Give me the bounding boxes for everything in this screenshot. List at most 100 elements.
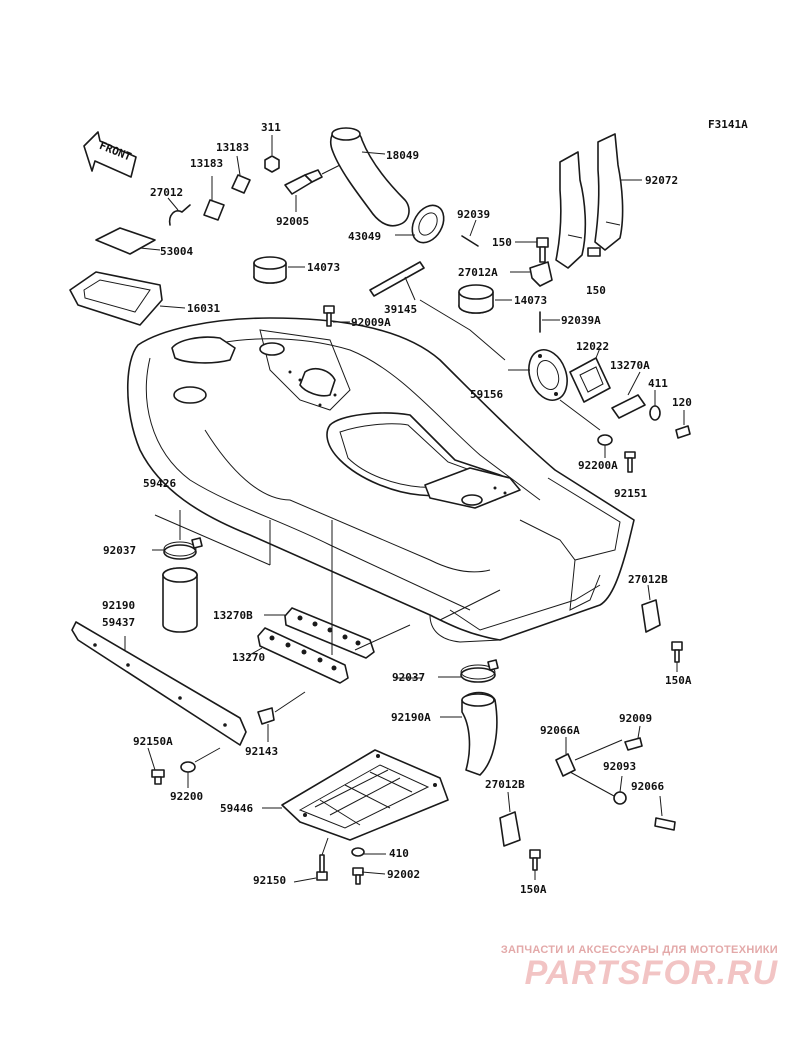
label-92143: 92143 [245, 745, 278, 758]
washer-411 [649, 390, 661, 421]
label-13270B: 13270B [213, 609, 253, 622]
label-92151: 92151 [614, 487, 647, 500]
bracket-92066A [555, 737, 623, 777]
watermark-brand: PARTSFOR.RU [524, 954, 778, 992]
bolt-150A-b [529, 849, 541, 880]
label-13270: 13270 [232, 651, 265, 664]
bolt-92009 [624, 725, 643, 751]
label-92009A: 92009A [351, 316, 391, 329]
label-13270A: 13270A [610, 359, 650, 372]
label-92200: 92200 [170, 790, 203, 803]
hook-27012 [168, 204, 191, 226]
label-92039: 92039 [457, 208, 490, 221]
label-120: 120 [672, 396, 692, 409]
tray-16031 [69, 271, 186, 326]
sheet-53004 [95, 227, 156, 255]
bolt-92009A [323, 305, 350, 327]
label-92039A: 92039A [561, 314, 601, 327]
label-12022: 12022 [576, 340, 609, 353]
label-92093: 92093 [603, 760, 636, 773]
label-59156: 59156 [470, 388, 503, 401]
label-410: 410 [389, 847, 409, 860]
label-27012B-top: 27012B [628, 573, 668, 586]
bracket-27012B-bot [499, 791, 521, 847]
label-59426: 59426 [143, 477, 176, 490]
screw-120 [675, 410, 691, 439]
label-39145: 39145 [384, 303, 417, 316]
washer-92093 [569, 771, 627, 805]
bolt-92150A [151, 769, 165, 785]
fitting-92005 [284, 164, 341, 212]
label-27012A: 27012A [458, 266, 498, 279]
cap-14073-b [458, 284, 512, 314]
plate-13270 [247, 627, 349, 684]
screw-92151 [624, 451, 636, 473]
washer-92200A [597, 434, 613, 458]
label-27012B-bot: 27012B [485, 778, 525, 791]
label-13183-b: 13183 [190, 157, 223, 170]
bracket-27012B-top [641, 584, 661, 633]
bolt-92002 [352, 867, 364, 885]
watermark-caption: ЗАПЧАСТИ И АКСЕССУАРЫ ДЛЯ МОТОТЕХНИКИ [500, 944, 778, 956]
plate-12022 [569, 347, 611, 403]
label-14073-a: 14073 [307, 261, 340, 274]
label-92200A: 92200A [578, 459, 618, 472]
label-150A-a: 150A [665, 674, 692, 687]
label-27012: 27012 [150, 186, 183, 199]
cap-14073-a [253, 256, 305, 284]
label-16031: 16031 [187, 302, 220, 315]
label-18049: 18049 [386, 149, 419, 162]
label-150-top: 150 [492, 236, 512, 249]
label-92066A: 92066A [540, 724, 580, 737]
label-92002: 92002 [387, 868, 420, 881]
grate-59446 [262, 749, 449, 841]
gasket-43049 [395, 204, 445, 244]
hull-part [127, 317, 635, 643]
label-311: 311 [261, 121, 281, 134]
plate-13270B [264, 607, 375, 659]
nut-311 [264, 135, 280, 173]
clamp-92037-b [438, 659, 499, 683]
label-92009: 92009 [619, 712, 652, 725]
label-150A-b: 150A [520, 883, 547, 896]
pin-92039 [461, 219, 479, 247]
label-43049: 43049 [348, 230, 381, 243]
label-92072: 92072 [645, 174, 678, 187]
front-arrow: FRONT [83, 131, 137, 178]
figure-code: F3141A [708, 118, 748, 131]
cover-59156 [508, 349, 568, 401]
label-14073-b: 14073 [514, 294, 547, 307]
washer-410 [351, 847, 365, 857]
label-92037-a: 92037 [103, 544, 136, 557]
strip-39145 [369, 261, 425, 301]
label-13183-a: 13183 [216, 141, 249, 154]
label-150-mid: 150 [586, 284, 606, 297]
hose-18049 [329, 127, 410, 227]
spacer-92143 [257, 691, 306, 742]
plate-13270A [611, 371, 646, 419]
watermark: ЗАПЧАСТИ И АКСЕССУАРЫ ДЛЯ МОТОТЕХНИКИ PA… [501, 944, 778, 993]
label-92066: 92066 [631, 780, 664, 793]
bolt-92066 [654, 795, 676, 831]
bolt-150 [515, 237, 549, 263]
duct-92190 [162, 567, 198, 633]
label-53004: 53004 [160, 245, 193, 258]
clamp-92037-a [152, 537, 203, 560]
label-92150: 92150 [253, 874, 286, 887]
bracket-27012A [510, 261, 553, 287]
label-59437: 59437 [102, 616, 135, 629]
straps-13183 [203, 155, 251, 221]
label-92190: 92190 [102, 599, 135, 612]
label-411: 411 [648, 377, 668, 390]
label-59446: 59446 [220, 802, 253, 815]
label-92005: 92005 [276, 215, 309, 228]
bolt-150A-a [671, 641, 683, 672]
label-92150A: 92150A [133, 735, 173, 748]
brackets-92072 [555, 133, 642, 269]
bolt-92150 [316, 837, 329, 881]
washer-92200 [180, 747, 221, 788]
label-92190A: 92190A [391, 711, 431, 724]
duct-92190A [440, 691, 498, 776]
rail-59437 [71, 621, 247, 746]
